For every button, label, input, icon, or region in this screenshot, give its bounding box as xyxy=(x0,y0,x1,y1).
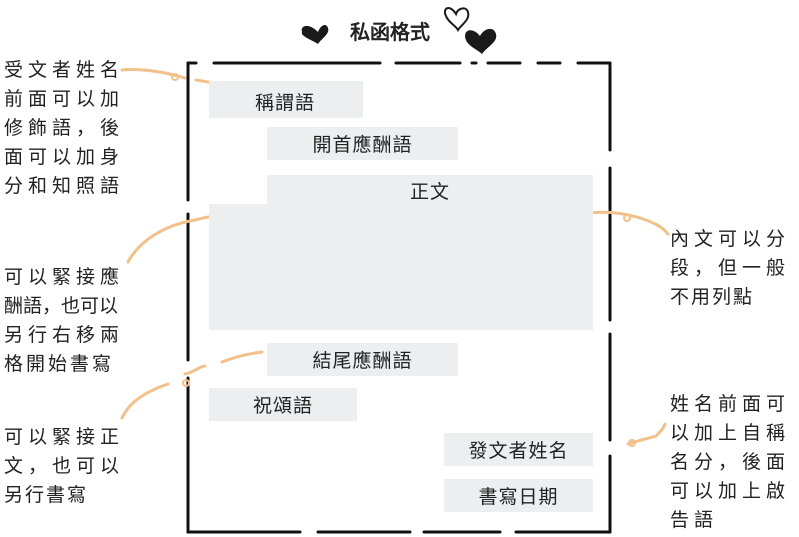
connector-dot xyxy=(623,214,631,222)
body-label: 正文 xyxy=(409,180,450,203)
closing-greeting-field: 結尾應酬語 xyxy=(267,343,458,376)
heart-left-icon xyxy=(301,25,329,44)
diagram-title: 私函格式 xyxy=(350,20,430,44)
connector-dot xyxy=(182,379,190,387)
note-line: 以加上自稱 xyxy=(670,422,791,444)
note-right-middle: 內文可以分 段，但一般 不用列點 xyxy=(670,225,790,312)
note-left-top: 受文者姓名 前面可以加 修飾語，後 面可以加身 分和知照語 xyxy=(4,56,124,201)
note-line: 文，也可以 xyxy=(4,455,125,477)
opening-greeting-label: 開首應酬語 xyxy=(312,134,413,156)
note-line: 酬語，也可以 xyxy=(4,295,119,317)
note-left-middle: 可以緊接應 酬語，也可以 另行右移兩 格開始書寫 xyxy=(4,263,124,379)
body-field-top: 正文 xyxy=(267,175,593,205)
note-line: 受文者姓名 xyxy=(4,59,125,81)
closing-greeting-label: 結尾應酬語 xyxy=(312,350,413,372)
salutation-label: 稱謂語 xyxy=(255,92,316,114)
sender-name-label: 發文者姓名 xyxy=(468,440,569,462)
connector-dot xyxy=(628,439,636,447)
note-line: 不用列點 xyxy=(670,286,755,308)
note-line: 分和知照語 xyxy=(4,175,125,197)
note-line: 另行右移兩 xyxy=(4,324,125,346)
note-right-bottom: 姓名前面可 以加上自稱 名分，後面 可以加上啟 告語 xyxy=(670,390,790,535)
note-line: 格開始書寫 xyxy=(4,353,115,375)
note-line: 可以加上啟 xyxy=(670,480,791,502)
blessing-label: 祝頌語 xyxy=(252,395,313,417)
letter-frame xyxy=(186,61,612,534)
body-field xyxy=(209,204,593,330)
note-line: 名分，後面 xyxy=(670,451,791,473)
date-label: 書寫日期 xyxy=(478,486,559,508)
salutation-field: 稱謂語 xyxy=(209,81,363,118)
heart-outline-icon xyxy=(444,7,470,32)
sender-name-field: 發文者姓名 xyxy=(444,433,593,466)
note-line: 前面可以加 xyxy=(4,88,125,110)
note-line: 姓名前面可 xyxy=(670,393,791,415)
note-line: 段，但一般 xyxy=(670,257,791,279)
note-line: 告語 xyxy=(670,509,719,531)
opening-greeting-field: 開首應酬語 xyxy=(267,127,458,160)
note-line: 可以緊接正 xyxy=(4,426,125,448)
note-line: 修飾語，後 xyxy=(4,117,125,139)
connector-dot xyxy=(171,73,179,81)
note-line: 可以緊接應 xyxy=(4,266,125,288)
note-line: 面可以加身 xyxy=(4,146,125,168)
note-line: 內文可以分 xyxy=(670,228,791,250)
note-line: 另行書寫 xyxy=(4,484,89,506)
blessing-field: 祝頌語 xyxy=(209,388,357,421)
date-field: 書寫日期 xyxy=(444,479,593,512)
heart-right-icon xyxy=(465,28,497,54)
note-left-bottom: 可以緊接正 文，也可以 另行書寫 xyxy=(4,423,124,510)
